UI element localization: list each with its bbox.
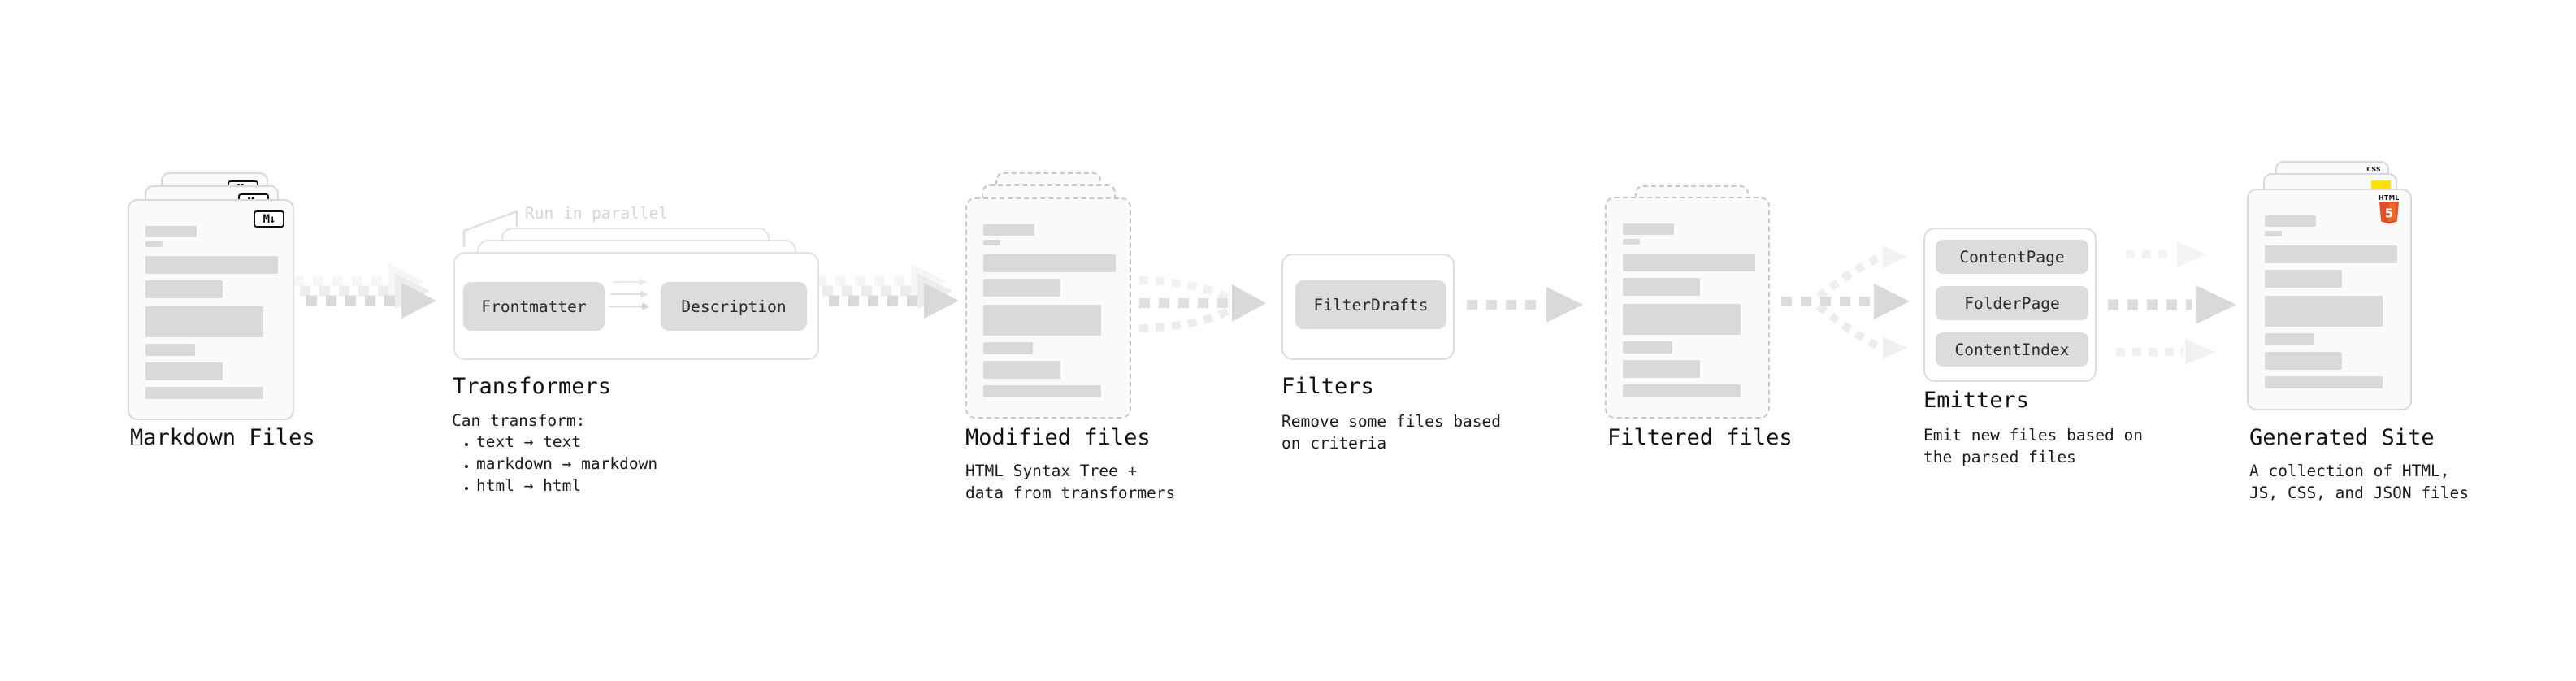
filters-box: FilterDrafts bbox=[1281, 254, 1455, 360]
skeleton-bar bbox=[2265, 231, 2282, 236]
skeleton-bar bbox=[145, 362, 223, 380]
filters-title: Filters bbox=[1281, 374, 1374, 399]
skeleton-bar bbox=[145, 387, 263, 399]
skeleton-bar bbox=[983, 254, 1116, 272]
list-item: text → text bbox=[476, 431, 657, 453]
filters-description: Remove some files based on criteria bbox=[1281, 412, 1502, 453]
skeleton-bar bbox=[1623, 360, 1700, 378]
skeleton-bar bbox=[145, 241, 163, 247]
skeleton-bar bbox=[2265, 245, 2397, 263]
skeleton-bar bbox=[145, 256, 278, 274]
emitters-title: Emitters bbox=[1923, 388, 2030, 413]
skeleton-bar bbox=[2265, 333, 2314, 345]
modified-files-description: HTML Syntax Tree + data from transformer… bbox=[965, 462, 1176, 502]
contentpage-pill: ContentPage bbox=[1936, 240, 2088, 274]
filterdrafts-pill: FilterDrafts bbox=[1295, 280, 1446, 329]
transformers-description-heading: Can transform: bbox=[452, 411, 586, 430]
arrow-filtered-to-emitters-fanout bbox=[1781, 245, 1910, 359]
transformer-box-front: Frontmatter Description bbox=[453, 252, 819, 360]
emitters-description: Emit new files based on the parsed files bbox=[1923, 426, 2144, 466]
skeleton-bar bbox=[983, 385, 1101, 397]
skeleton-bar bbox=[2265, 270, 2342, 288]
contentindex-pill: ContentIndex bbox=[1936, 332, 2088, 367]
skeleton-bar bbox=[983, 240, 1000, 245]
skeleton-bar bbox=[1623, 239, 1640, 245]
description-pill: Description bbox=[661, 282, 807, 331]
list-item: markdown → markdown bbox=[476, 453, 657, 475]
html5-icon-label: HTML bbox=[2379, 194, 2400, 202]
skeleton-bar bbox=[983, 305, 1101, 336]
transformers-title: Transformers bbox=[453, 374, 612, 399]
arrow-transformers-to-modified bbox=[816, 263, 959, 319]
css-icon-label: CSS bbox=[2366, 166, 2381, 173]
javascript-icon bbox=[2371, 180, 2391, 190]
skeleton-bar bbox=[2265, 352, 2342, 370]
modified-file-card bbox=[965, 197, 1131, 419]
arrow-markdown-to-transformers bbox=[293, 263, 436, 319]
skeleton-bar bbox=[2265, 296, 2383, 327]
emitters-box: ContentPage FolderPage ContentIndex bbox=[1923, 228, 2097, 382]
list-item: html → html bbox=[476, 475, 657, 497]
skeleton-bar bbox=[1623, 223, 1674, 235]
run-in-parallel-annotation: Run in parallel bbox=[525, 204, 669, 223]
arrow-emitters-to-site-middle bbox=[2108, 285, 2236, 324]
skeleton-bar bbox=[1623, 384, 1741, 397]
html5-icon: HTML 5 bbox=[2379, 194, 2400, 228]
skeleton-bar bbox=[2265, 376, 2383, 388]
filtered-files-title: Filtered files bbox=[1607, 425, 1793, 450]
skeleton-bar bbox=[145, 226, 197, 237]
skeleton-bar bbox=[1623, 254, 1755, 271]
modified-files-title: Modified files bbox=[965, 425, 1151, 450]
skeleton-bar bbox=[2265, 215, 2316, 227]
markdown-file-card: M↓ bbox=[128, 199, 294, 420]
folderpage-pill: FolderPage bbox=[1936, 286, 2088, 320]
html5-icon-number: 5 bbox=[2385, 206, 2393, 221]
skeleton-bar bbox=[1623, 341, 1672, 354]
skeleton-bar bbox=[983, 342, 1033, 354]
skeleton-bar bbox=[1623, 278, 1700, 296]
filtered-file-card bbox=[1605, 197, 1770, 419]
frontmatter-pill: Frontmatter bbox=[463, 282, 605, 331]
arrow-emitters-to-site-bottom bbox=[2116, 339, 2215, 365]
skeleton-bar bbox=[983, 279, 1060, 297]
arrow-emitters-to-site-top bbox=[2126, 241, 2207, 267]
skeleton-bar bbox=[1623, 304, 1741, 335]
markdown-icon-glyph: M↓ bbox=[262, 212, 276, 226]
arrow-modified-to-filters-merge bbox=[1138, 276, 1266, 332]
site-file-card-html: HTML 5 bbox=[2247, 189, 2412, 410]
transform-capability-list: text → text markdown → markdown html → h… bbox=[452, 431, 657, 497]
skeleton-bar bbox=[145, 344, 195, 356]
arrow-filters-to-filtered bbox=[1467, 287, 1583, 323]
skeleton-bar bbox=[145, 306, 263, 337]
markdown-files-title: Markdown Files bbox=[130, 425, 315, 450]
html5-shield-icon: 5 bbox=[2379, 202, 2399, 224]
markdown-icon: M↓ bbox=[254, 210, 284, 228]
skeleton-bar bbox=[983, 361, 1060, 379]
skeleton-bar bbox=[145, 280, 223, 298]
generated-site-description: A collection of HTML, JS, CSS, and JSON … bbox=[2249, 462, 2470, 502]
pill-to-pill-arrows bbox=[609, 278, 650, 310]
skeleton-bar bbox=[983, 224, 1034, 236]
generated-site-title: Generated Site bbox=[2249, 425, 2435, 450]
